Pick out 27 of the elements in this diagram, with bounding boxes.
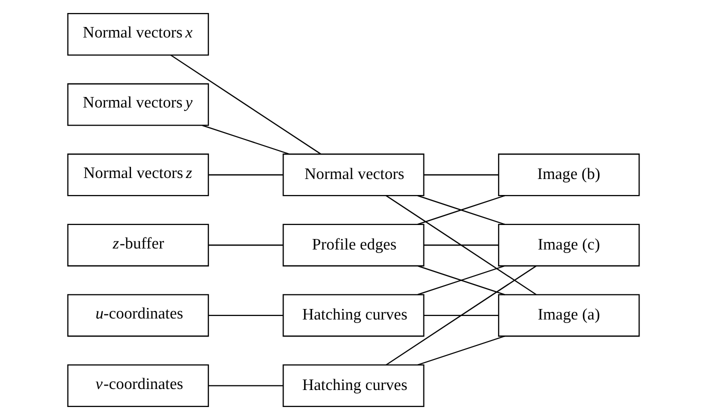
node-box: v-coordinates <box>67 364 209 406</box>
connector <box>424 244 499 246</box>
node-box: Hatching curves <box>282 294 424 336</box>
connector <box>418 335 506 365</box>
node-box: Image (c) <box>498 223 640 266</box>
node-box: u-coordinates <box>67 294 209 336</box>
node-box: Hatching curves <box>282 364 424 406</box>
node-box: Normal vectors <box>282 153 424 196</box>
node-box: Normal vectors y <box>67 82 209 126</box>
connector <box>424 314 499 316</box>
connector <box>386 264 536 365</box>
connector <box>208 314 284 316</box>
node-box: Profile edges <box>282 223 424 266</box>
connector <box>202 124 290 154</box>
connector <box>424 174 499 175</box>
node-box: Normal vectors x <box>67 12 209 56</box>
connector <box>208 244 284 246</box>
connector <box>386 194 536 295</box>
connector <box>208 174 284 175</box>
connector <box>418 194 506 224</box>
connector <box>208 384 284 386</box>
node-box: Normal vectors z <box>67 153 209 196</box>
connector <box>418 264 506 295</box>
node-box: Image (a) <box>498 294 640 336</box>
node-box: Image (b) <box>498 153 640 196</box>
connector <box>170 54 322 154</box>
node-box: z-buffer <box>67 223 209 266</box>
